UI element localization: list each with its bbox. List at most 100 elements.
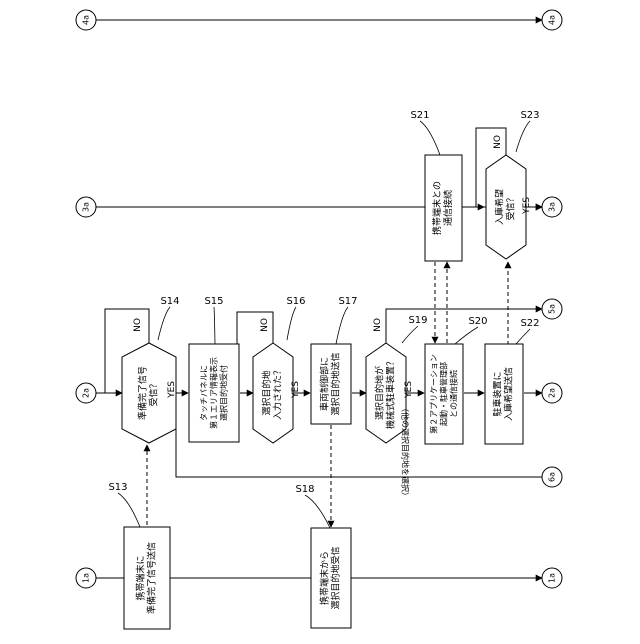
step-id-leader <box>516 329 530 344</box>
step-id-label: S18 <box>295 484 314 495</box>
step-id-label: S19 <box>408 315 427 326</box>
connector-2a: 2a <box>76 383 96 403</box>
step-text-line: 入庫希望送信 <box>503 367 515 421</box>
no-label-s14: NO <box>133 318 143 332</box>
step-text-line: 選択目的地 <box>261 370 273 415</box>
connector-4a: 4a <box>76 10 96 30</box>
step-text-line: 入庫希望 <box>494 189 506 225</box>
step-id-label: S22 <box>520 318 539 329</box>
step-id-label: S20 <box>468 316 487 327</box>
no-label-s19: NO <box>373 318 383 332</box>
step-text-line: 選択目的地送信 <box>330 352 342 415</box>
connector-2a: 2a <box>542 383 562 403</box>
step-id-s17: S17 <box>336 296 358 344</box>
step-id-s22: S22 <box>516 318 540 344</box>
connector-label: 6a <box>548 472 557 482</box>
step-text-line: 通信接続 <box>442 190 454 226</box>
step-id-leader <box>516 121 530 152</box>
step-text-line: 入力された？ <box>272 366 284 420</box>
step-text-line: 駐車装置に <box>492 371 504 416</box>
step-id-label: S16 <box>286 296 305 307</box>
step-id-label: S13 <box>108 482 127 493</box>
connector-1a: 1a <box>542 568 562 588</box>
step-id-s18: S18 <box>295 484 330 528</box>
connector-6a: 6a <box>542 467 562 487</box>
step-id-leader <box>214 307 215 344</box>
step-text-line: 起動・駐車管理部 <box>439 362 449 426</box>
step-text-line: との通信接続 <box>449 370 459 418</box>
step-s13: 携帯端末に準備完了信号送信 <box>124 527 170 629</box>
step-text-line: 機械式駐車装置？ <box>385 357 397 429</box>
connector-3a: 3a <box>542 197 562 217</box>
connector-3a: 3a <box>76 197 96 217</box>
step-id-leader <box>402 326 418 343</box>
step-s22: 駐車装置に入庫希望送信 <box>485 344 523 444</box>
side-note-text: （他の選択目的地を選択） <box>401 404 411 500</box>
step-text-line: 第１エリア情報表示 <box>209 357 219 429</box>
step-id-s20: S20 <box>455 316 488 344</box>
yes-label-s14: YES <box>167 381 177 399</box>
connector-5a: 5a <box>542 299 562 319</box>
step-s17: 車両制御部に選択目的地送信 <box>311 344 351 424</box>
step-id-label: S14 <box>160 296 179 307</box>
step-s20: 第２アプリケーション起動・駐車管理部との通信接続 <box>425 344 463 444</box>
step-s21: 携帯端末との通信接続 <box>425 155 462 261</box>
step-id-leader <box>455 327 478 344</box>
step-text-line: 携帯端末との <box>431 181 443 235</box>
connector-label: 1a <box>82 573 91 583</box>
step-id-leader <box>118 493 140 527</box>
connector-circles: 4a 4a 3a 3a 2a 2a 1a 1a 5a 6a <box>76 10 562 588</box>
no-label-s23: NO <box>493 135 503 149</box>
step-id-label: S21 <box>410 110 429 121</box>
step-text-line: 選択目的地受付 <box>219 365 229 421</box>
connector-4a: 4a <box>542 10 562 30</box>
step-id-leader <box>336 307 348 344</box>
step-id-s14: S14 <box>158 296 180 340</box>
step-id-leader <box>287 307 296 340</box>
step-shapes: 携帯端末に準備完了信号送信準備完了信号受信？タッチパネルに第１エリア情報表示選択… <box>122 155 526 629</box>
step-s18: 携帯端末から選択目的地受信 <box>311 528 351 628</box>
step-text-line: 車両制御部に <box>319 357 331 411</box>
step-text-line: 受信？ <box>148 379 160 406</box>
connector-1a: 1a <box>76 568 96 588</box>
step-id-leader <box>305 495 330 528</box>
step-s23: 入庫希望受信？ <box>486 155 526 259</box>
step-id-s13: S13 <box>108 482 140 527</box>
yes-label-s19: YES <box>404 381 414 399</box>
connector-label: 1a <box>548 573 557 583</box>
step-s16: 選択目的地入力された？ <box>253 343 293 443</box>
step-id-label: S23 <box>520 110 539 121</box>
step-id-leader <box>420 121 440 155</box>
step-id-leader <box>158 307 170 340</box>
no-label-s16: NO <box>260 318 270 332</box>
step-text-line: 携帯端末から <box>319 551 331 605</box>
step-s19: 選択目的地が機械式駐車装置？ <box>366 343 406 443</box>
step-text-line: 準備完了信号送信 <box>146 542 158 614</box>
step-id-label: S15 <box>204 296 223 307</box>
yes-label-s16: YES <box>291 381 301 399</box>
step-id-s21: S21 <box>410 110 440 155</box>
step-text-line: タッチパネルに <box>200 365 209 421</box>
connector-label: 4a <box>82 15 91 25</box>
step-text-line: 携帯端末に <box>135 555 147 600</box>
step-s15: タッチパネルに第１エリア情報表示選択目的地受付 <box>189 344 239 442</box>
connector-label: 4a <box>548 15 557 25</box>
step-id-s15: S15 <box>204 296 223 344</box>
yes-label-s23: YES <box>522 197 532 215</box>
step-id-s19: S19 <box>402 315 428 343</box>
connector-label: 2a <box>548 388 557 398</box>
connector-label: 3a <box>82 202 91 212</box>
other-destination-note: （他の選択目的地を選択） <box>401 404 411 500</box>
step-text-line: 選択目的地が <box>374 366 386 420</box>
connector-label: 5a <box>548 304 557 314</box>
step-text-line: 第２アプリケーション <box>429 354 439 434</box>
connector-label: 3a <box>548 202 557 212</box>
step-text-line: 準備完了信号 <box>137 366 149 420</box>
step-text-line: 選択目的地受信 <box>330 546 342 609</box>
step-text-line: 受信？ <box>505 193 517 220</box>
step-id-s23: S23 <box>516 110 540 152</box>
step-ids: S13 S14 S15 S16 S17S18 S19 S20 S21S22 S23 <box>108 110 539 528</box>
connector-label: 2a <box>82 388 91 398</box>
